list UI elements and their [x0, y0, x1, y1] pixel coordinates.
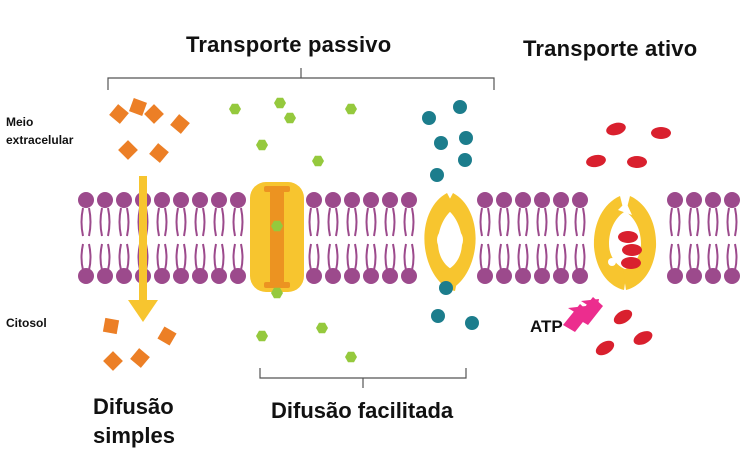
- hex-molecule: [229, 103, 241, 115]
- phospholipid: [382, 192, 398, 284]
- ellipse-molecule: [621, 257, 641, 269]
- simple-diffusion-line1: Difusão: [93, 394, 174, 419]
- circle-molecule: [453, 100, 467, 114]
- passive-bracket: [107, 68, 495, 90]
- ellipse-molecule: [595, 340, 615, 356]
- atp-label: ATP: [530, 317, 563, 336]
- square-molecule: [118, 140, 138, 160]
- circle-molecule: [430, 168, 444, 182]
- hex-molecule: [271, 220, 283, 232]
- ellipse-molecule: [606, 122, 626, 136]
- ellipse-molecule: [613, 309, 633, 325]
- ellipse-molecule: [651, 127, 671, 139]
- carrier-protein-icon: [424, 193, 476, 291]
- ellipse-molecule: [586, 154, 606, 168]
- facilitated-bracket: [259, 368, 467, 388]
- phospholipid: [325, 192, 341, 284]
- phospholipid: [534, 192, 550, 284]
- circle-molecule: [465, 316, 479, 330]
- hex-molecule: [256, 330, 268, 342]
- hex-molecule: [312, 155, 324, 167]
- simple-diffusion-label: Difusão simples: [93, 392, 175, 450]
- square-molecule: [109, 104, 129, 124]
- circle-molecule: [458, 153, 472, 167]
- ellipse-molecule: [618, 231, 638, 243]
- extracellular-label-line1: Meio: [6, 115, 34, 129]
- square-molecule: [129, 98, 147, 116]
- hex-molecule: [345, 351, 357, 363]
- square-molecule: [157, 326, 177, 346]
- phospholipid: [515, 192, 531, 284]
- pump-protein-icon: [593, 196, 657, 290]
- phospholipid: [363, 192, 379, 284]
- simple-diffusion-line2: simples: [93, 423, 175, 448]
- active-transport-title: Transporte ativo: [523, 36, 698, 61]
- square-molecule: [144, 104, 164, 124]
- phospholipid: [344, 192, 360, 284]
- hex-molecule: [345, 103, 357, 115]
- circle-molecule: [422, 111, 436, 125]
- ellipse-molecule: [627, 156, 647, 168]
- double-chevron-icon: [563, 297, 603, 332]
- square-molecule: [102, 317, 120, 335]
- cytosol-label: Citosol: [6, 316, 47, 330]
- hex-molecule: [271, 287, 283, 299]
- phospholipid: [553, 192, 569, 284]
- phospholipid: [97, 192, 113, 284]
- channel-protein-icon: [250, 182, 304, 292]
- phospholipid: [477, 192, 493, 284]
- extracellular-label: Meio extracelular: [6, 113, 73, 149]
- phospholipid: [401, 192, 417, 284]
- circle-molecule: [459, 131, 473, 145]
- square-molecule: [170, 114, 190, 134]
- phospholipid: [686, 192, 702, 284]
- phospholipid: [211, 192, 227, 284]
- hex-molecule: [256, 139, 268, 151]
- circle-molecule: [434, 136, 448, 150]
- facilitated-diffusion-label: Difusão facilitada: [271, 398, 454, 423]
- phospholipid: [667, 192, 683, 284]
- phospholipid: [230, 192, 246, 284]
- phospholipid: [192, 192, 208, 284]
- phospholipid: [173, 192, 189, 284]
- passive-transport-title: Transporte passivo: [186, 32, 392, 57]
- square-molecule: [130, 348, 150, 368]
- extracellular-label-line2: extracelular: [6, 133, 74, 147]
- circle-molecule: [431, 309, 445, 323]
- hex-molecule: [316, 322, 328, 334]
- ellipse-molecule: [622, 244, 642, 256]
- phospholipid: [154, 192, 170, 284]
- phospholipid: [496, 192, 512, 284]
- phospholipid: [572, 192, 588, 284]
- phospholipid: [78, 192, 94, 284]
- molecules: [102, 97, 671, 371]
- phospholipid: [116, 192, 132, 284]
- hex-molecule: [274, 97, 286, 109]
- diffusion-arrow: [128, 176, 158, 322]
- square-molecule: [103, 351, 123, 371]
- circle-molecule: [439, 281, 453, 295]
- phospholipid: [724, 192, 740, 284]
- hex-molecule: [284, 112, 296, 124]
- ellipse-molecule: [633, 331, 653, 345]
- square-molecule: [149, 143, 169, 163]
- phospholipid: [705, 192, 721, 284]
- phospholipid: [306, 192, 322, 284]
